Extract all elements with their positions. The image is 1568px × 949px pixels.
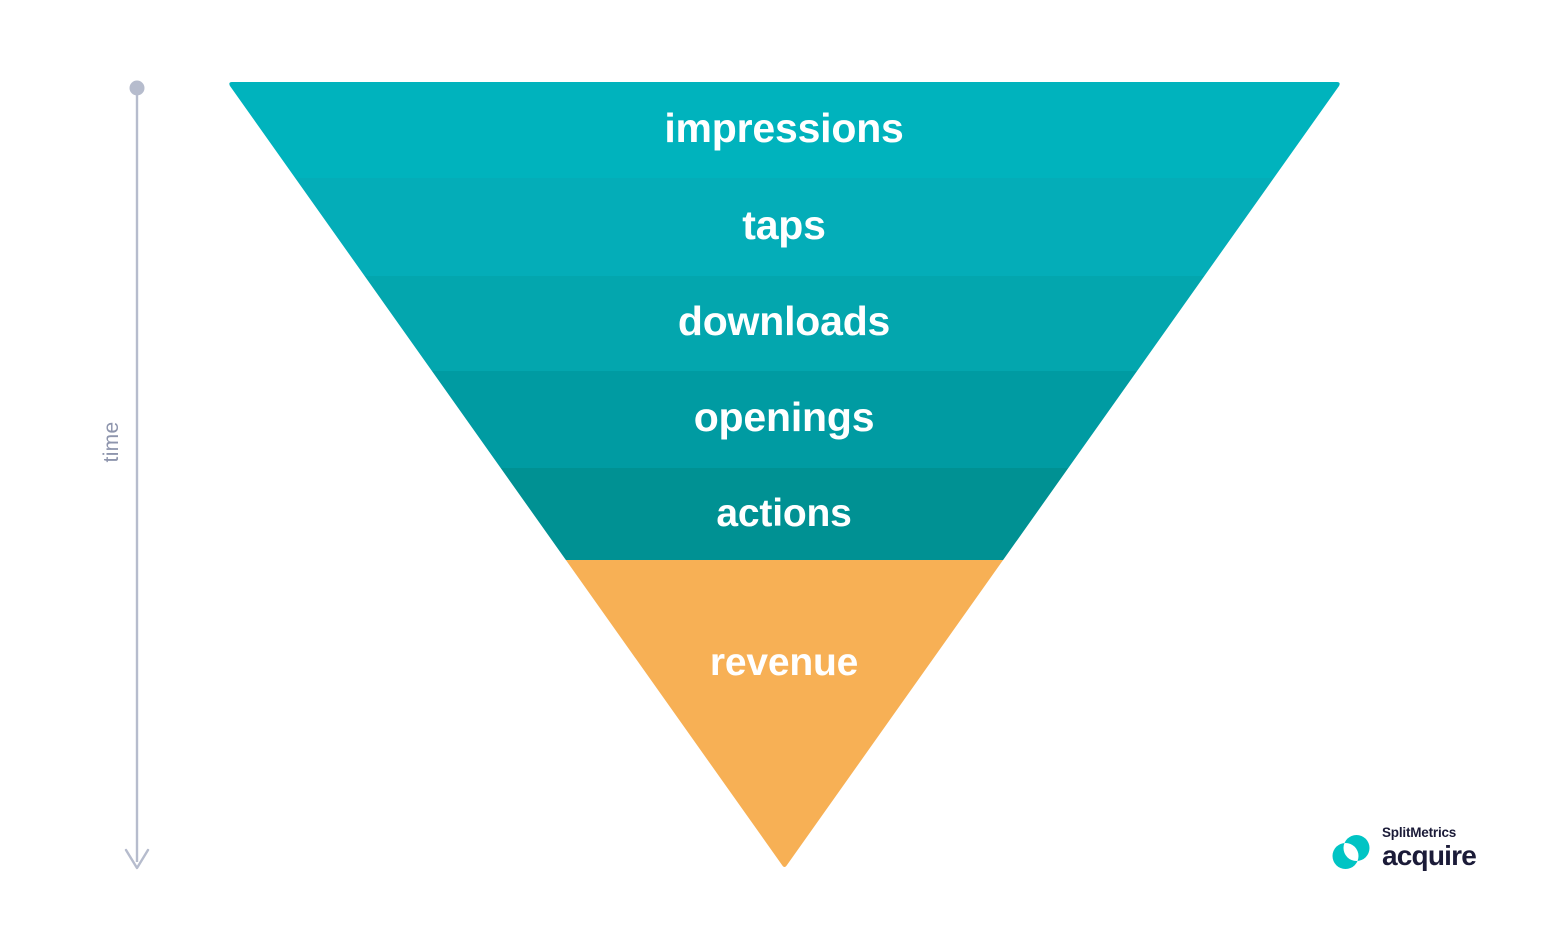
funnel-band-downloads[interactable] bbox=[228, 276, 1341, 371]
funnel-band-openings[interactable] bbox=[228, 371, 1341, 468]
funnel-band-impressions[interactable] bbox=[228, 82, 1341, 178]
logo-brand-splitmetrics: SplitMetrics bbox=[1382, 825, 1457, 840]
splitmetrics-circles-icon bbox=[1332, 835, 1370, 869]
axis-end-arrow bbox=[124, 848, 150, 870]
time-axis: time bbox=[0, 0, 300, 949]
funnel-band-revenue[interactable] bbox=[228, 560, 1341, 869]
time-axis-label: time bbox=[100, 421, 123, 463]
splitmetrics-acquire-logo[interactable]: SplitMetrics acquire bbox=[1329, 824, 1479, 880]
funnel-band-taps[interactable] bbox=[228, 178, 1341, 276]
funnel-shape bbox=[228, 82, 1341, 869]
logo-brand-acquire: acquire bbox=[1382, 840, 1477, 871]
funnel-bands bbox=[228, 82, 1341, 869]
funnel-svg bbox=[228, 82, 1341, 869]
logo-wordmark: SplitMetrics acquire bbox=[1382, 824, 1482, 871]
funnel-band-actions[interactable] bbox=[228, 468, 1341, 560]
time-axis-graphic bbox=[124, 80, 150, 870]
